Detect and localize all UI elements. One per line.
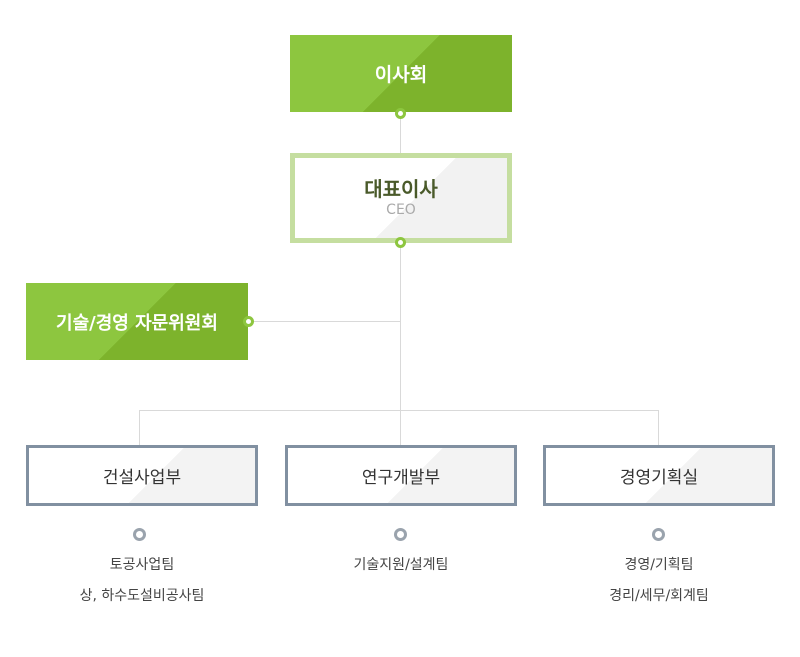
ceo-connector-dot — [395, 237, 406, 248]
department-planning: 경영기획실 — [543, 445, 775, 506]
team-dot-planning — [652, 528, 665, 541]
board-label: 이사회 — [374, 64, 428, 86]
team-item: 경영/기획팀 — [624, 557, 694, 573]
connector-dept-3 — [658, 410, 659, 446]
team-item: 상, 하수도설비공사팀 — [79, 588, 205, 604]
department-label: 경영기획실 — [619, 468, 699, 488]
advisory-box: 기술/경영 자문위원회 — [26, 283, 248, 360]
team-dot-construction — [133, 528, 146, 541]
connector-advisory — [252, 321, 400, 322]
connector-ceo-trunk — [400, 247, 401, 410]
ceo-subtitle: CEO — [386, 202, 416, 218]
advisory-connector-dot — [243, 316, 254, 327]
ceo-title: 대표이사 — [364, 177, 438, 201]
team-item: 경리/세무/회계팀 — [609, 588, 709, 604]
connector-dept-2 — [400, 410, 401, 446]
team-item: 기술지원/설계팀 — [353, 557, 449, 573]
connector-horizontal — [139, 410, 658, 411]
department-label: 연구개발부 — [361, 468, 441, 488]
department-research: 연구개발부 — [285, 445, 517, 506]
ceo-box: 대표이사 CEO — [290, 153, 512, 243]
department-label: 건설사업부 — [102, 468, 182, 488]
advisory-label: 기술/경영 자문위원회 — [56, 312, 218, 334]
team-dot-research — [394, 528, 407, 541]
department-construction: 건설사업부 — [26, 445, 258, 506]
board-connector-dot — [395, 108, 406, 119]
connector-dept-1 — [139, 410, 140, 446]
connector-board-ceo — [400, 118, 401, 158]
board-box: 이사회 — [290, 35, 512, 112]
team-item: 토공사업팀 — [109, 557, 175, 573]
